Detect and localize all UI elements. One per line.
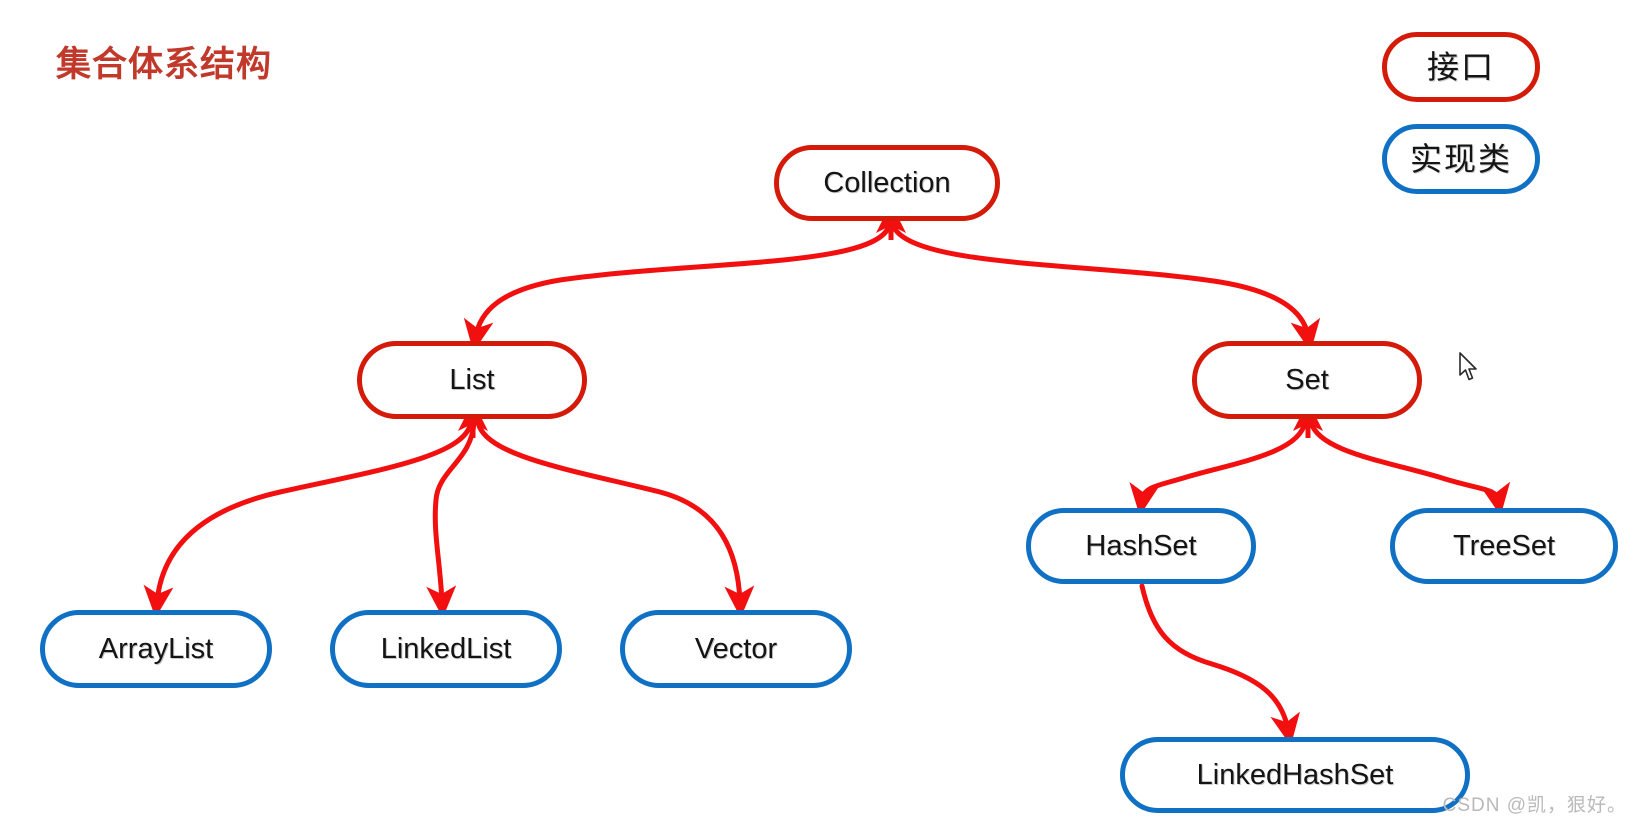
edge-collection-to-list	[463, 219, 893, 352]
node-linkedhashset[interactable]: LinkedHashSet	[1120, 737, 1470, 813]
node-list[interactable]: List	[357, 341, 587, 419]
node-set-label: Set	[1285, 363, 1329, 396]
edge-list-to-vector	[475, 419, 755, 618]
edge-list-to-arraylist	[143, 419, 474, 618]
node-arraylist[interactable]: ArrayList	[40, 610, 272, 688]
node-treeset[interactable]: TreeSet	[1390, 508, 1618, 584]
node-arraylist-label: ArrayList	[98, 632, 214, 665]
node-collection-label: Collection	[823, 166, 951, 199]
page-title: 集合体系结构	[56, 45, 273, 84]
node-vector[interactable]: Vector	[620, 610, 852, 688]
edge-set-to-hashset	[1129, 419, 1308, 516]
node-collection[interactable]: Collection	[774, 145, 1000, 221]
node-linkedlist[interactable]: LinkedList	[330, 610, 562, 688]
mouse-cursor	[1459, 352, 1477, 381]
edge-collection-to-set	[889, 219, 1321, 352]
legend-item-impl[interactable]: 实现类	[1382, 124, 1540, 194]
node-linkedlist-label: LinkedList	[380, 632, 512, 665]
node-linkedhashset-label: LinkedHashSet	[1196, 758, 1394, 791]
legend-item-interface[interactable]: 接口	[1382, 32, 1540, 102]
legend-item-impl-label: 实现类	[1409, 141, 1512, 177]
node-vector-label: Vector	[694, 632, 778, 665]
edge-hashset-to-linkedhashset	[1139, 583, 1300, 746]
node-hashset-label: HashSet	[1085, 529, 1197, 562]
node-set[interactable]: Set	[1192, 341, 1422, 419]
legend-item-interface-label: 接口	[1426, 49, 1495, 85]
edge-list-to-linkedlist	[426, 419, 477, 618]
node-list-label: List	[449, 363, 495, 396]
node-treeset-label: TreeSet	[1452, 529, 1556, 562]
node-hashset[interactable]: HashSet	[1026, 508, 1256, 584]
watermark: CSDN @凯，狠好。	[1442, 795, 1627, 816]
edge-set-to-treeset	[1308, 419, 1511, 516]
